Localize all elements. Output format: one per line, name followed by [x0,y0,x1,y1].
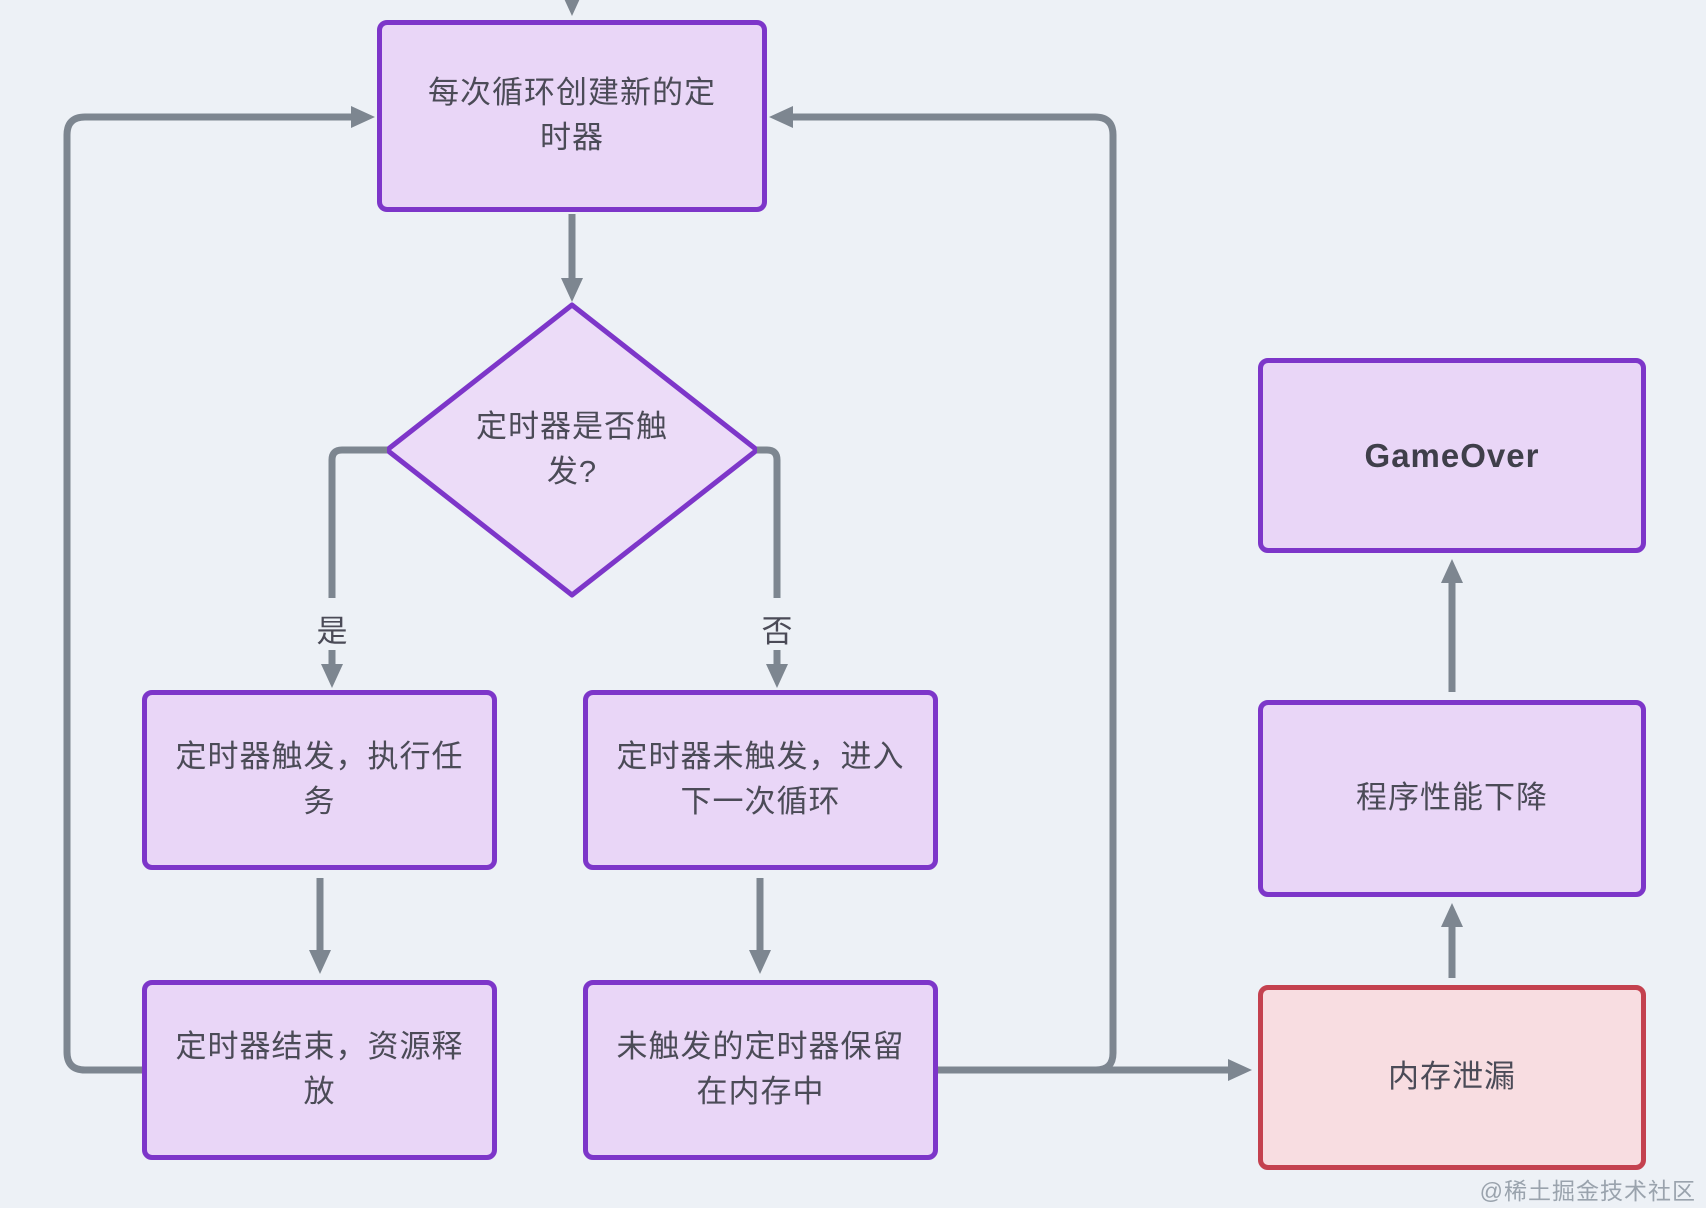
decision-diamond-shape [384,302,760,598]
node-timer-end: 定时器结束，资源释放 [142,980,497,1160]
node-memory-leak: 内存泄漏 [1258,985,1646,1170]
edge-label-no: 否 [761,614,793,649]
edge-loop-right [769,106,1117,1074]
node-timer-triggered: 定时器触发，执行任务 [142,690,497,870]
node-timer-not-triggered: 定时器未触发，进入下一次循环 [583,690,938,870]
watermark: @稀土掘金技术社区 [1479,1178,1696,1204]
edge-loop-left [63,106,375,1074]
node-create-timer: 每次循环创建新的定时器 [377,20,767,212]
edge-label-yes: 是 [316,614,348,649]
node-game-over: GameOver [1258,358,1646,553]
edge-yes-branch [328,446,387,598]
node-kept-in-memory: 未触发的定时器保留在内存中 [583,980,938,1160]
node-decision-label: 定时器是否触发? [476,409,668,489]
node-performance-drop: 程序性能下降 [1258,700,1646,897]
edge-no-branch [757,446,781,598]
